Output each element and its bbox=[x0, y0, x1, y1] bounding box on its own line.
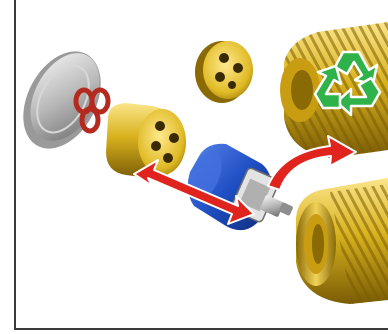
brass-spacer-disc bbox=[195, 41, 253, 103]
o-ring-seals bbox=[73, 87, 111, 134]
panel-border bbox=[14, 0, 388, 330]
threaded-brass-sleeve-bottom bbox=[296, 178, 388, 304]
arrow-left-icon bbox=[133, 159, 255, 225]
arrow-right-icon bbox=[267, 135, 357, 191]
silver-cap-disc bbox=[23, 51, 101, 149]
brass-valve-body bbox=[106, 103, 186, 178]
recycle-icon bbox=[313, 50, 382, 117]
